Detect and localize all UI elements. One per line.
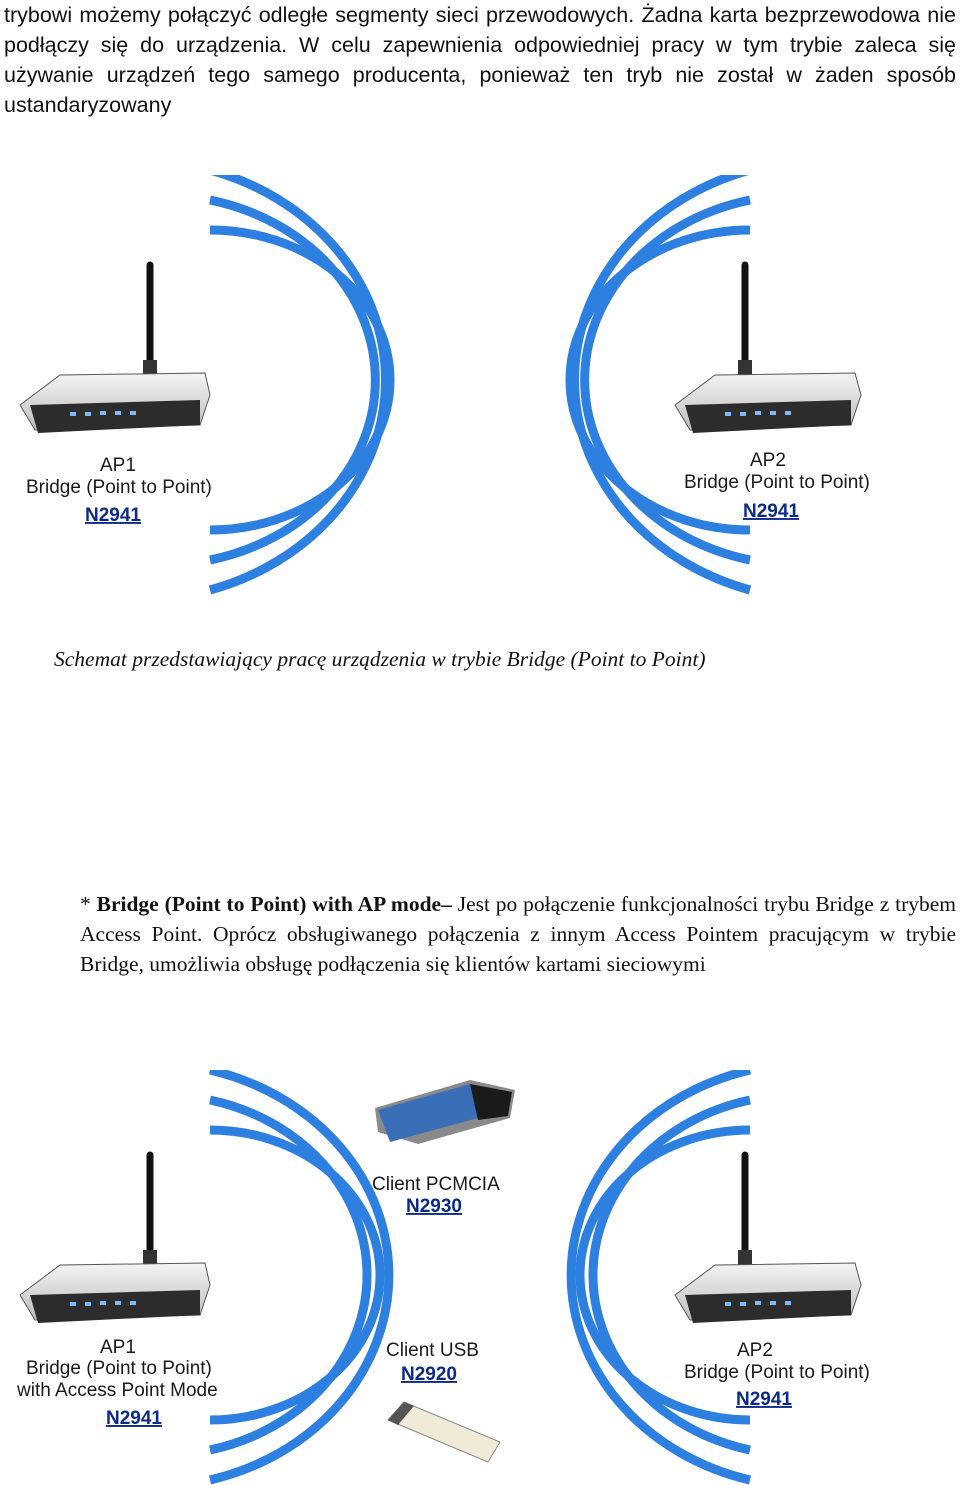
ap2-mode: Bridge (Point to Point): [684, 472, 870, 493]
ap1-name: AP1: [100, 1337, 136, 1358]
mode-term: Bridge (Point to Point) with AP mode–: [97, 892, 452, 916]
ap1-mode: Bridge (Point to Point): [26, 1358, 212, 1379]
body-paragraph-1: trybowi możemy połączyć odległe segmenty…: [4, 0, 956, 120]
ap2-name: AP2: [737, 1340, 773, 1361]
client-usb-name: Client USB: [386, 1340, 479, 1361]
bridge-diagram-1: AP1 Bridge (Point to Point) N2941 AP2 Br…: [0, 175, 960, 595]
ap1-mode-extra: with Access Point Mode: [16, 1380, 218, 1401]
bullet-prefix: *: [80, 892, 97, 916]
router-icon: [20, 1155, 210, 1323]
client-pcmcia-name: Client PCMCIA: [372, 1174, 500, 1195]
client-usb-model: N2920: [401, 1364, 457, 1385]
wireless-waves-left: [210, 175, 390, 590]
figure-caption: Schemat przedstawiający pracę urządzenia…: [54, 647, 705, 672]
usb-adapter-icon: [388, 1402, 500, 1462]
bridge-ap-diagram-2: AP1 Bridge (Point to Point) with Access …: [0, 1070, 960, 1485]
client-pcmcia-model: N2930: [406, 1196, 462, 1217]
ap2-mode: Bridge (Point to Point): [684, 1362, 870, 1383]
ap2-name: AP2: [750, 450, 786, 471]
ap1-mode: Bridge (Point to Point): [26, 477, 212, 498]
ap1-model: N2941: [106, 1408, 162, 1429]
wireless-waves-left: [210, 1070, 389, 1480]
ap2-model: N2941: [743, 501, 799, 522]
ap1-name: AP1: [100, 455, 136, 476]
pcmcia-card-icon: [375, 1080, 515, 1144]
router-icon: [675, 265, 861, 433]
body-paragraph-2: * Bridge (Point to Point) with AP mode– …: [80, 889, 956, 979]
ap2-model: N2941: [736, 1389, 792, 1410]
ap1-model: N2941: [85, 505, 141, 526]
router-icon: [675, 1155, 861, 1323]
router-icon: [20, 265, 210, 433]
